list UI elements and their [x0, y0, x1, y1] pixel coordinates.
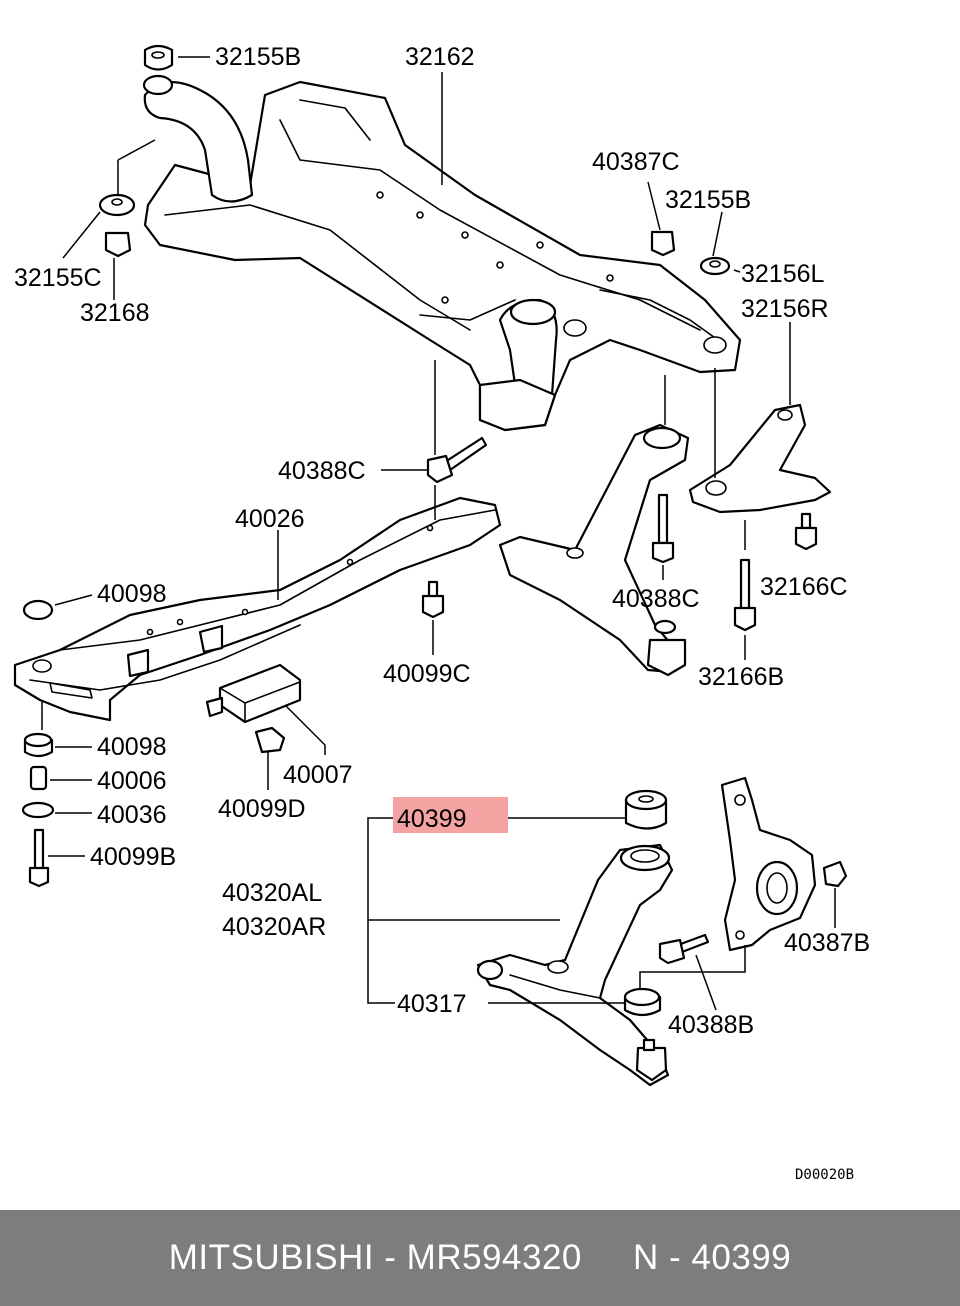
label-40399: 40399 — [397, 805, 467, 833]
bushing-40098-bottom — [23, 732, 54, 758]
label-32166C: 32166C — [760, 573, 848, 601]
bolt-40099B — [28, 828, 50, 888]
label-40320AR: 40320AR — [222, 913, 326, 941]
label-40036: 40036 — [97, 801, 167, 829]
label-40388C-left: 40388C — [278, 457, 366, 485]
bolt-32166B — [733, 558, 757, 632]
parts-diagram: 32155B 32162 40387C 32155B 32156L 32156R… — [13, 43, 870, 1183]
nut-32166C — [794, 512, 818, 551]
damper-40007 — [205, 663, 302, 724]
nut-40099C — [421, 580, 445, 619]
bolt-40388C-right — [651, 493, 675, 564]
label-40388B: 40388B — [668, 1011, 754, 1039]
bracket-32156 — [688, 403, 832, 514]
bushing-32155C — [98, 193, 136, 217]
label-32156R: 32156R — [741, 295, 829, 323]
stay-arm — [498, 423, 690, 677]
label-40387B: 40387B — [784, 929, 870, 957]
bushing-40399 — [624, 789, 668, 830]
label-32155B-top: 32155B — [215, 43, 301, 71]
label-40006: 40006 — [97, 767, 167, 795]
label-32156L: 32156L — [741, 260, 825, 288]
label-40387C: 40387C — [592, 148, 680, 176]
washer-32155B-top — [143, 44, 174, 71]
diagram-code: D00020B — [795, 1167, 854, 1183]
label-40099C: 40099C — [383, 660, 471, 688]
member-40026 — [13, 496, 502, 722]
label-40098-top: 40098 — [97, 580, 167, 608]
footer-text: MITSUBISHI - MR594320 N - 40399 — [168, 1238, 792, 1277]
crossmember-32162 — [142, 74, 742, 432]
part-labels: 32155B 32162 40387C 32155B 32156L 32156R… — [14, 43, 870, 1183]
label-40098-bottom: 40098 — [97, 733, 167, 761]
label-40007: 40007 — [283, 761, 353, 789]
label-32162: 32162 — [405, 43, 475, 71]
leader-lines — [41, 56, 836, 1011]
bushing-40098-top — [22, 599, 54, 621]
label-40099B: 40099B — [90, 843, 176, 871]
label-32166B: 32166B — [698, 663, 784, 691]
collar-40006 — [29, 765, 48, 791]
label-40099D: 40099D — [218, 795, 306, 823]
label-32155C: 32155C — [14, 264, 102, 292]
bolt-40099D — [254, 726, 286, 754]
label-32155B-right: 32155B — [665, 186, 751, 214]
label-40026: 40026 — [235, 505, 305, 533]
label-40388C-right: 40388C — [612, 585, 700, 613]
bolt-40388B — [658, 933, 710, 965]
nut-40387B — [822, 860, 848, 888]
footer-banner: MITSUBISHI - MR594320 N - 40399 — [0, 1210, 960, 1306]
nut-40387C — [650, 230, 676, 257]
bushing-40317 — [623, 987, 662, 1017]
part-highlight — [393, 797, 508, 833]
washer-32155B-right — [699, 256, 731, 276]
bolt-40388C-left — [426, 436, 488, 484]
label-40320AL: 40320AL — [222, 879, 322, 907]
steering-knuckle — [720, 776, 817, 952]
label-40317: 40317 — [397, 990, 467, 1018]
lower-arm-40320 — [476, 843, 674, 1087]
nut-32168 — [104, 231, 132, 258]
label-32168: 32168 — [80, 299, 150, 327]
washer-40036 — [21, 801, 55, 819]
